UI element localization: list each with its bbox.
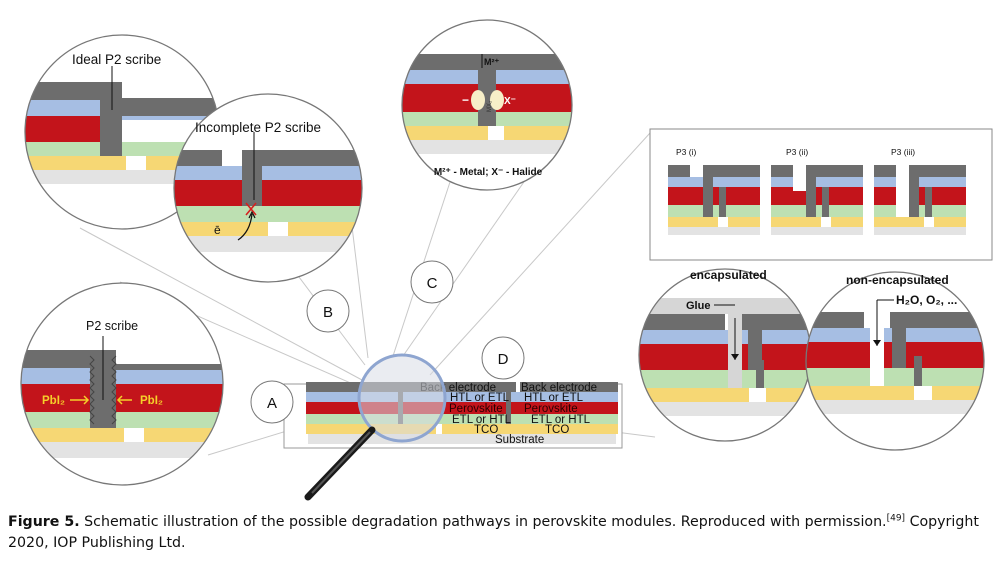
incomplete-p2-label: Incomplete P2 scribe: [195, 120, 321, 135]
caption-label: Figure 5.: [8, 514, 80, 530]
label-etl-1: ETL or HTL: [452, 414, 512, 426]
p3-ii-label: P3 (ii): [786, 147, 808, 157]
letter-b: B: [323, 304, 333, 321]
p3-ii-stack: [771, 165, 863, 235]
letter-a: A: [267, 395, 277, 412]
pbi2-right-label: PbI₂: [140, 395, 163, 407]
p3-i-stack: [668, 165, 760, 235]
caption-tail: Copyright 2020, IOP Publishing Ltd.: [8, 514, 979, 551]
p3-iii-stack: [874, 165, 966, 235]
non-encapsulated-label: non-encapsulated: [846, 273, 949, 287]
caption-text: Schematic illustration of the possible d…: [79, 514, 887, 530]
pbi2-left-label: PbI₂: [42, 395, 65, 407]
label-back-electrode-2: Back electrode: [521, 382, 597, 394]
label-htl-1: HTL or ETL: [450, 392, 510, 404]
letter-circles: [250, 260, 525, 424]
label-htl-2: HTL or ETL: [524, 392, 584, 404]
species-label: H₂O, O₂, ...: [896, 293, 957, 307]
glue-label: Glue: [686, 300, 710, 312]
magnifier-icon: [304, 353, 447, 501]
label-substrate: Substrate: [495, 434, 544, 446]
panel-c-circle: M²⁺ − X⁻ MX₂ M²⁺ - Metal; X⁻ - Halide: [401, 19, 573, 191]
p3-i-label: P3 (i): [676, 147, 696, 157]
label-tco-2: TCO: [545, 424, 569, 436]
panel-a-circle: P2 scribe PbI₂ PbI₂: [20, 282, 224, 486]
metal-ion-label: M²⁺: [484, 57, 499, 67]
halide-label: X⁻: [504, 96, 516, 107]
panel-b-incomplete-circle: ē Incomplete P2 scribe: [173, 93, 363, 283]
label-perovskite-2: Perovskite: [524, 403, 578, 415]
panel-d-encapsulated-circle: encapsulated Glue: [638, 268, 812, 442]
stack-substrate-layer: [308, 434, 616, 444]
letter-d: D: [498, 351, 509, 368]
label-tco-1: TCO: [474, 424, 498, 436]
metal-halide-legend: M²⁺ - Metal; X⁻ - Halide: [434, 167, 543, 178]
letter-c: C: [427, 275, 438, 292]
electron-label: ē: [214, 223, 221, 237]
stack-labels: Back electrode Back electrode HTL or ETL…: [420, 382, 597, 446]
mx2-label: MX₂: [487, 100, 493, 112]
p2-scribe-label: P2 scribe: [86, 319, 138, 333]
label-etl-2: ETL or HTL: [531, 414, 591, 426]
panel-b-ideal-circle: Ideal P2 scribe: [24, 34, 220, 230]
degradation-figure: Back electrode Back electrode HTL or ETL…: [20, 19, 993, 501]
panel-d-non-encapsulated-circle: non-encapsulated H₂O, O₂, ...: [805, 271, 985, 451]
panel-d-p3-box: P3 (i) P3 (ii) P3 (iii): [649, 128, 993, 261]
p3-iii-label: P3 (iii): [891, 147, 915, 157]
figure-caption: Figure 5. Schematic illustration of the …: [8, 512, 996, 554]
ideal-p2-label: Ideal P2 scribe: [72, 52, 161, 67]
label-perovskite-1: Perovskite: [449, 403, 503, 415]
encapsulated-label: encapsulated: [690, 268, 767, 282]
caption-ref: [49]: [886, 513, 906, 524]
minus-label: −: [462, 93, 469, 107]
